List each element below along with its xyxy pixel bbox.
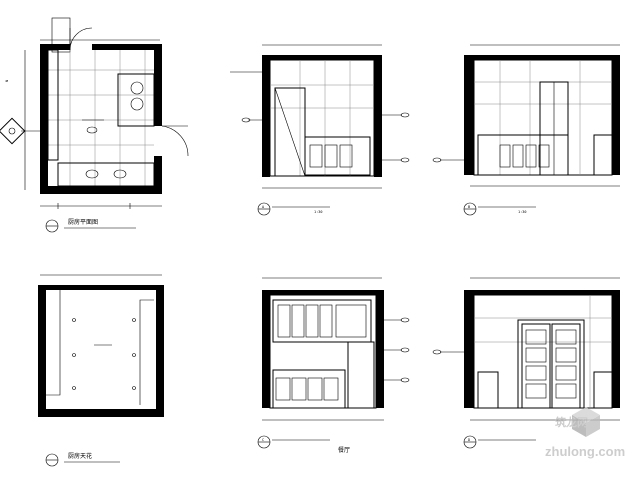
elevation-a-marker: A [262,205,265,209]
elevation-c-marker: C [262,438,264,442]
elevation-b-marker: B [468,205,470,209]
elevation-c-caption: 餐厅 [338,446,350,454]
watermark-brand: zhulong.com [545,444,625,459]
elevation-c: C 餐厅 [257,277,410,454]
kitchen-plan: N 厨房平面图 [0,17,189,233]
elevation-d-marker: D [468,438,470,442]
watermark: zhulong.com 筑龙网 [545,407,625,459]
watermark-cn: 筑龙网 [555,415,588,429]
svg-text:N: N [5,80,9,82]
elevation-a: A 1:30 [230,44,410,216]
elevation-a-scale: 1:30 [314,210,322,214]
elevation-b: B 1:30 [432,44,620,216]
kitchen-ceiling: 厨房天花 [38,274,164,467]
kitchen-plan-title: 厨房平面图 [68,218,98,226]
compass-icon [0,117,26,145]
elevation-b-scale: 1:30 [518,210,526,214]
kitchen-ceiling-title: 厨房天花 [68,452,92,460]
